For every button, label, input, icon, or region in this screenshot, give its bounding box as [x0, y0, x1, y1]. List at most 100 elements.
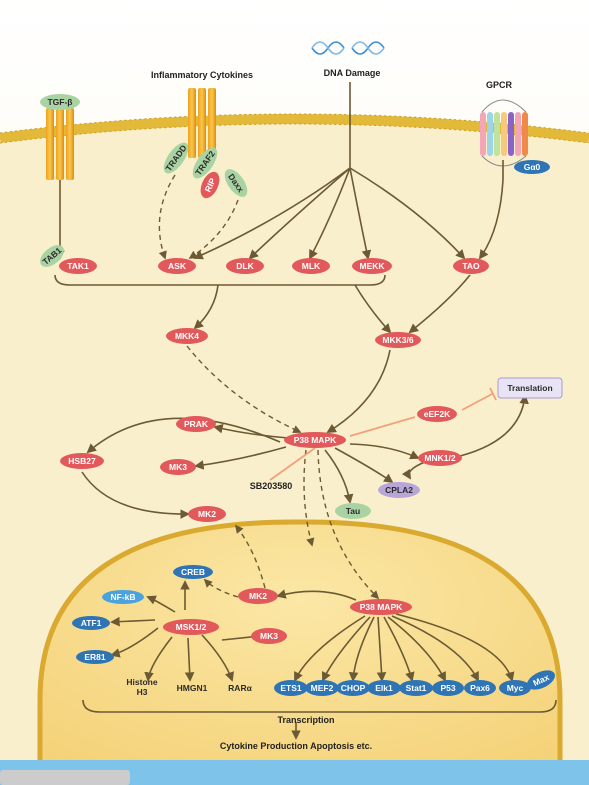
text-labels-cytoplasm: PRAK P38 MAPK eEF2K Translation HSB27 MK…: [68, 383, 552, 519]
text-labels-nucleus: CREB NF-kB ATF1 ER81 MSK1/2 MK2 P38 MAPK…: [81, 567, 551, 751]
cpla2-node[interactable]: [378, 482, 420, 498]
msk12-node[interactable]: [163, 619, 219, 635]
mk3-node[interactable]: [160, 459, 196, 475]
translation-box[interactable]: [497, 377, 563, 399]
outcome-label: Cytokine Production Apoptosis etc.: [220, 741, 372, 751]
sb203580-label: SB203580: [250, 481, 293, 491]
svg-text:MK3: MK3: [260, 631, 278, 641]
cytokine-receptor: [188, 88, 216, 158]
svg-text:RARα: RARα: [228, 683, 252, 693]
svg-text:P38 MAPK: P38 MAPK: [294, 435, 337, 445]
svg-text:P53: P53: [440, 683, 455, 693]
svg-text:Translation: Translation: [507, 383, 552, 393]
svg-text:Elk1: Elk1: [375, 683, 393, 693]
stat1-node[interactable]: [399, 680, 433, 696]
tgf-beta-node: [40, 94, 80, 110]
tak1-node[interactable]: [59, 258, 97, 274]
scrollbar[interactable]: [0, 770, 130, 785]
inhibition-lines: [269, 387, 497, 481]
svg-text:HMGN1: HMGN1: [177, 683, 208, 693]
tgf-beta-label: TGF-β: [47, 97, 72, 107]
mef2-node[interactable]: [305, 680, 339, 696]
dlk-node[interactable]: [226, 258, 264, 274]
svg-text:CREB: CREB: [181, 567, 205, 577]
mekk-node[interactable]: [352, 258, 392, 274]
inflammatory-cytokines-label: Inflammatory Cytokines: [151, 70, 253, 80]
upstream-arrows: [54, 82, 504, 434]
myc-node[interactable]: [499, 680, 531, 696]
svg-text:HSB27: HSB27: [68, 456, 96, 466]
p38-downstream-arrows: [81, 394, 529, 601]
ask-node[interactable]: [158, 258, 196, 274]
pax6-node[interactable]: [464, 680, 496, 696]
nuclear-nodes: [72, 565, 558, 696]
tao-node[interactable]: [453, 258, 489, 274]
max-node[interactable]: [524, 666, 558, 693]
svg-text:CHOP: CHOP: [341, 683, 366, 693]
traf2-node[interactable]: [188, 144, 222, 183]
svg-text:MEKK: MEKK: [359, 261, 385, 271]
mk2-nuclear-node[interactable]: [238, 588, 278, 604]
dna-damage-label: DNA Damage: [324, 68, 381, 78]
svg-text:ATF1: ATF1: [81, 618, 102, 628]
svg-text:ETS1: ETS1: [280, 683, 302, 693]
svg-text:ASK: ASK: [168, 261, 187, 271]
nuclear-arrows: [82, 580, 557, 740]
mk2-node[interactable]: [188, 506, 226, 522]
cytoplasm-nodes: [60, 377, 563, 522]
rip-node[interactable]: [197, 169, 223, 201]
svg-text:ER81: ER81: [84, 652, 106, 662]
svg-text:NF-kB: NF-kB: [110, 592, 135, 602]
ets1-node[interactable]: [274, 680, 308, 696]
eef2k-node[interactable]: [417, 406, 457, 422]
nucleus: [37, 519, 563, 785]
tau-node[interactable]: [335, 503, 371, 519]
svg-text:MNK1/2: MNK1/2: [424, 453, 455, 463]
atf1-node[interactable]: [72, 616, 110, 630]
p53-node[interactable]: [432, 680, 464, 696]
galpha-label: Gα0: [524, 162, 541, 172]
galpha-node: [514, 160, 550, 174]
creb-node[interactable]: [173, 565, 213, 579]
svg-text:PRAK: PRAK: [184, 419, 209, 429]
mlk-node[interactable]: [292, 258, 330, 274]
nfkb-node[interactable]: [102, 590, 144, 604]
svg-text:MLK: MLK: [302, 261, 321, 271]
svg-text:Pax6: Pax6: [470, 683, 490, 693]
p38-mapk-nuclear-node[interactable]: [350, 599, 412, 615]
svg-text:CPLA2: CPLA2: [385, 485, 413, 495]
svg-text:DLK: DLK: [236, 261, 254, 271]
svg-text:Tau: Tau: [346, 506, 360, 516]
svg-text:MKK4: MKK4: [175, 331, 199, 341]
svg-text:eEF2K: eEF2K: [424, 409, 451, 419]
elk1-node[interactable]: [367, 680, 401, 696]
er81-node[interactable]: [76, 650, 114, 664]
mnk12-node[interactable]: [418, 450, 462, 466]
tab1-node[interactable]: [36, 241, 68, 271]
svg-text:MK2: MK2: [198, 509, 216, 519]
dna-icon: [311, 41, 385, 55]
svg-text:MK2: MK2: [249, 591, 267, 601]
hsb27-node[interactable]: [60, 453, 104, 469]
svg-text:Stat1: Stat1: [406, 683, 427, 693]
prak-node[interactable]: [176, 416, 216, 432]
svg-text:MSK1/2: MSK1/2: [176, 622, 207, 632]
mkk36-node[interactable]: [375, 332, 421, 348]
gpcr-receptor: [480, 99, 528, 167]
mkk4-node[interactable]: [166, 328, 208, 344]
svg-text:TAO: TAO: [462, 261, 480, 271]
svg-text:Histone: Histone: [126, 677, 157, 687]
svg-text:MEF2: MEF2: [311, 683, 334, 693]
svg-text:Myc: Myc: [507, 683, 524, 693]
upstream-nodes: [36, 139, 489, 348]
daxx-node[interactable]: [220, 165, 251, 200]
p38-mapk-node[interactable]: [284, 432, 346, 448]
svg-text:MK3: MK3: [169, 462, 187, 472]
chop-node[interactable]: [336, 680, 370, 696]
svg-text:TAK1: TAK1: [67, 261, 89, 271]
gpcr-label: GPCR: [486, 80, 513, 90]
tradd-node[interactable]: [159, 139, 193, 178]
tgf-beta-receptor: [46, 108, 74, 180]
mk3-nuclear-node[interactable]: [251, 628, 287, 644]
transcription-label: Transcription: [277, 715, 334, 725]
